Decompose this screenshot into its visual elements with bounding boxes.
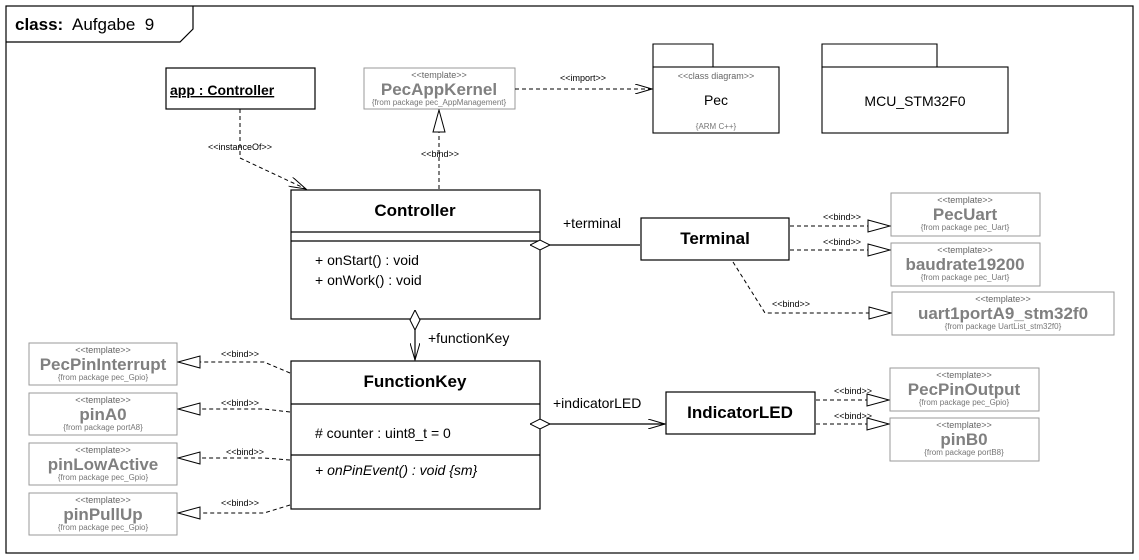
template-stereotype: <<template>> [937,195,993,205]
template-from: {from package pec_Uart} [921,273,1010,282]
svg-text:class: Aufgabe 9: class: Aufgabe 9 [15,15,154,34]
template-stereotype: <<template>> [936,370,992,380]
template-stereotype: <<template>> [975,294,1031,304]
template-name: baudrate19200 [905,255,1024,274]
template-stereotype: <<template>> [75,445,131,455]
template-from: {from package pec_Gpio} [58,523,149,532]
template-pinb0[interactable]: <<template>> pinB0 {from package portB8} [889,417,1040,462]
package-note: {ARM C++} [696,122,737,131]
class-functionkey[interactable]: FunctionKey # counter : uint8_t = 0 + on… [290,360,541,510]
template-name: PecPinOutput [908,380,1021,399]
template-name: PecPinInterrupt [40,355,167,374]
package-stereotype: <<class diagram>> [678,71,755,81]
object-app-controller[interactable]: app : Controller [165,67,316,110]
template-pecappkernel[interactable]: <<template>> PecAppKernel {from package … [363,67,516,110]
template-stereotype: <<template>> [75,495,131,505]
template-name: PecUart [933,205,998,224]
bind-label: <<bind>> [834,411,872,421]
template-pecpinoutput[interactable]: <<template>> PecPinOutput {from package … [889,367,1040,412]
template-baudrate19200[interactable]: <<template>> baudrate19200 {from package… [890,242,1041,287]
operation: + onStart() : void [315,252,419,268]
bind-label: <<bind>> [221,498,259,508]
package-name: MCU_STM32F0 [864,93,965,109]
import-dependency: <<import>> [515,73,652,89]
class-terminal[interactable]: Terminal [640,217,790,261]
instanceof-label: <<instanceOf>> [208,142,272,152]
class-name: IndicatorLED [687,403,793,422]
template-name: pinLowActive [48,455,159,474]
association-functionkey: +functionKey [415,310,509,360]
template-name: PecAppKernel [381,80,497,99]
class-name: Terminal [680,229,750,248]
role-label: +indicatorLED [553,395,641,411]
template-name: uart1portA9_stm32f0 [918,304,1088,323]
template-name: pinB0 [940,430,987,449]
template-pina0[interactable]: <<template>> pinA0 {from package portA8} [28,392,178,436]
class-name: FunctionKey [364,372,467,391]
template-pinpullup[interactable]: <<template>> pinPullUp {from package pec… [28,492,178,536]
role-label: +terminal [563,215,621,231]
association-terminal: +terminal [530,215,640,245]
import-label: <<import>> [560,73,606,83]
template-from: {from package portA8} [63,423,143,432]
operation: + onPinEvent() : void {sm} [315,462,478,478]
template-pinlowactive[interactable]: <<template>> pinLowActive {from package … [28,442,178,486]
bind-label: <<bind>> [823,237,861,247]
bind-label: <<bind>> [221,349,259,359]
bind-label: <<bind>> [834,386,872,396]
bind-label: <<bind>> [226,447,264,457]
package-pec[interactable]: <<class diagram>> Pec {ARM C++} [652,43,780,134]
bind-label: <<bind>> [421,149,459,159]
bind-label: <<bind>> [772,299,810,309]
bind-controller-pecappkernel: <<bind>> [421,110,459,189]
diagram-frame: class: Aufgabe 9 [5,5,1134,554]
template-from: {from package pec_Gpio} [58,373,149,382]
class-name: Controller [374,201,456,220]
bind-terminal-pecuart: <<bind>> [790,212,890,226]
bind-indicatorled-pinb0: <<bind>> [816,411,889,424]
template-from: {from package pec_AppManagement} [372,98,507,107]
operation: + onWork() : void [315,272,422,288]
template-uart1porta9-stm32f0[interactable]: <<template>> uart1portA9_stm32f0 {from p… [891,291,1115,336]
object-label: app : Controller [170,82,275,98]
association-indicatorled: +indicatorLED [530,395,665,424]
template-pecpininterrupt[interactable]: <<template>> PecPinInterrupt {from packa… [28,342,178,386]
template-stereotype: <<template>> [411,70,467,80]
bind-label: <<bind>> [221,398,259,408]
template-stereotype: <<template>> [75,345,131,355]
attribute: # counter : uint8_t = 0 [315,425,451,441]
bind-terminal-uart1port: <<bind>> [732,261,891,313]
template-stereotype: <<template>> [75,395,131,405]
role-label: +functionKey [428,330,509,346]
template-name: pinA0 [79,405,126,424]
class-controller[interactable]: Controller + onStart() : void + onWork()… [290,189,541,320]
bind-functionkey-pinlowactive: <<bind>> [178,447,291,460]
template-from: {from package pec_Uart} [921,223,1010,232]
frame-keyword: class: [15,15,63,34]
template-stereotype: <<template>> [936,420,992,430]
template-from: {from package UartList_stm32f0} [945,322,1062,331]
bind-functionkey-pinpullup: <<bind>> [178,498,291,513]
bind-functionkey-pina0: <<bind>> [178,398,291,412]
frame-name: Aufgabe 9 [72,15,154,34]
bind-label: <<bind>> [823,212,861,222]
template-from: {from package pec_Gpio} [919,398,1010,407]
template-from: {from package portB8} [924,448,1004,457]
bind-terminal-baudrate19200: <<bind>> [790,237,890,250]
instanceof-dependency: <<instanceOf>> [208,109,306,189]
template-pecuart[interactable]: <<template>> PecUart {from package pec_U… [890,192,1041,237]
class-indicatorled[interactable]: IndicatorLED [665,391,816,435]
package-name: Pec [704,92,728,108]
bind-indicatorled-pecpinoutput: <<bind>> [816,386,889,400]
template-from: {from package pec_Gpio} [58,473,149,482]
template-stereotype: <<template>> [937,245,993,255]
bind-functionkey-pecpininterrupt: <<bind>> [178,349,291,374]
template-name: pinPullUp [63,505,142,524]
package-mcu-stm32f0[interactable]: MCU_STM32F0 [821,43,1009,134]
